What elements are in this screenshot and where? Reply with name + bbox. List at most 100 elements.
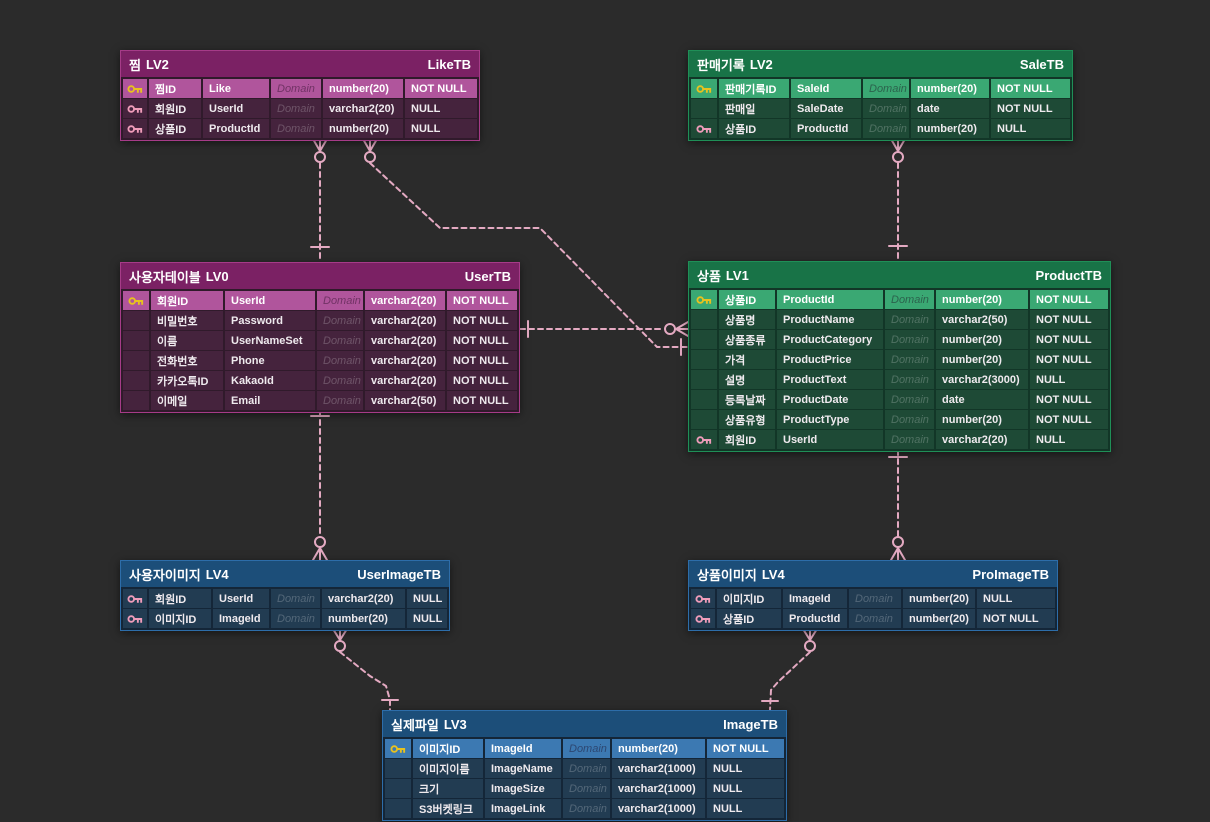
table-physical-name[interactable]: ImageTB <box>723 716 778 732</box>
column-nullable[interactable]: NOT NULL <box>1030 290 1108 309</box>
column-datatype[interactable]: varchar2(1000) <box>612 779 705 798</box>
column-domain[interactable]: Domain <box>885 330 934 349</box>
column-domain[interactable]: Domain <box>317 311 363 330</box>
table-tag[interactable]: LV2 <box>749 56 773 72</box>
column-domain[interactable]: Domain <box>885 350 934 369</box>
column-physical-name[interactable]: ProductName <box>777 310 883 329</box>
column-domain[interactable]: Domain <box>863 119 909 138</box>
column-physical-name[interactable]: Password <box>225 311 315 330</box>
column-domain[interactable]: Domain <box>271 99 321 118</box>
relationship-user-userimage[interactable] <box>310 410 330 561</box>
column-nullable[interactable]: NULL <box>407 589 447 608</box>
relationship-product-proimage[interactable] <box>888 449 908 561</box>
column-name[interactable]: 등록날짜 <box>719 390 775 409</box>
column-nullable[interactable]: NOT NULL <box>405 79 477 98</box>
column-domain[interactable]: Domain <box>563 799 610 818</box>
column-datatype[interactable]: number(20) <box>903 589 975 608</box>
table-tag[interactable]: LV4 <box>205 566 229 582</box>
column-physical-name[interactable]: ProductId <box>783 609 847 628</box>
column-nullable[interactable]: NOT NULL <box>447 351 517 370</box>
column-nullable[interactable]: NULL <box>405 99 477 118</box>
table-logical-name[interactable]: 실제파일 <box>391 717 439 733</box>
column-nullable[interactable]: NOT NULL <box>447 371 517 390</box>
column-datatype[interactable]: number(20) <box>612 739 705 758</box>
column-datatype[interactable]: varchar2(20) <box>323 99 403 118</box>
column-name[interactable]: 카카오톡ID <box>151 371 223 390</box>
column-physical-name[interactable]: UserId <box>777 430 883 449</box>
column-nullable[interactable]: NOT NULL <box>991 79 1070 98</box>
column-nullable[interactable]: NULL <box>977 589 1055 608</box>
column-physical-name[interactable]: SaleId <box>791 79 861 98</box>
column-physical-name[interactable]: UserId <box>203 99 269 118</box>
column-nullable[interactable]: NULL <box>1030 370 1108 389</box>
table-logical-name[interactable]: 판매기록 <box>697 57 745 73</box>
relationship-product-sale[interactable] <box>888 138 908 262</box>
column-physical-name[interactable]: Phone <box>225 351 315 370</box>
column-nullable[interactable]: NULL <box>991 119 1070 138</box>
column-physical-name[interactable]: ProductId <box>777 290 883 309</box>
column-physical-name[interactable]: ProductText <box>777 370 883 389</box>
relationship-user-like[interactable] <box>310 138 330 263</box>
column-name[interactable]: 판매일 <box>719 99 789 118</box>
column-datatype[interactable]: varchar2(1000) <box>612 799 705 818</box>
column-nullable[interactable]: NOT NULL <box>1030 310 1108 329</box>
column-nullable[interactable]: NULL <box>405 119 477 138</box>
column-domain[interactable]: Domain <box>885 290 934 309</box>
table-tag[interactable]: LV2 <box>145 56 169 72</box>
column-datatype[interactable]: varchar2(1000) <box>612 759 705 778</box>
column-nullable[interactable]: NOT NULL <box>1030 350 1108 369</box>
column-physical-name[interactable]: ProductType <box>777 410 883 429</box>
column-name[interactable]: 상품명 <box>719 310 775 329</box>
column-nullable[interactable]: NULL <box>1030 430 1108 449</box>
table-logical-name[interactable]: 상품이미지 <box>697 567 757 583</box>
relationship-image-userimage[interactable] <box>332 628 399 711</box>
column-datatype[interactable]: date <box>936 390 1028 409</box>
table-tag[interactable]: LV1 <box>725 267 749 283</box>
column-domain[interactable]: Domain <box>885 430 934 449</box>
column-name[interactable]: 회원ID <box>719 430 775 449</box>
column-datatype[interactable]: number(20) <box>911 79 989 98</box>
column-nullable[interactable]: NOT NULL <box>1030 330 1108 349</box>
column-name[interactable]: 회원ID <box>151 291 223 310</box>
column-name[interactable]: 찜ID <box>149 79 201 98</box>
column-physical-name[interactable]: ProductId <box>203 119 269 138</box>
table-physical-name[interactable]: UserImageTB <box>357 566 441 582</box>
column-nullable[interactable]: NOT NULL <box>991 99 1070 118</box>
table-tag[interactable]: LV4 <box>761 566 785 582</box>
column-name[interactable]: 회원ID <box>149 99 201 118</box>
column-name[interactable]: 이메일 <box>151 391 223 410</box>
column-domain[interactable]: Domain <box>885 390 934 409</box>
column-nullable[interactable]: NOT NULL <box>707 739 784 758</box>
column-name[interactable]: 판매기록ID <box>719 79 789 98</box>
column-domain[interactable]: Domain <box>271 609 320 628</box>
column-physical-name[interactable]: ImageId <box>783 589 847 608</box>
column-name[interactable]: 상품종류 <box>719 330 775 349</box>
column-datatype[interactable]: varchar2(20) <box>322 589 405 608</box>
column-physical-name[interactable]: ProductCategory <box>777 330 883 349</box>
column-domain[interactable]: Domain <box>271 119 321 138</box>
